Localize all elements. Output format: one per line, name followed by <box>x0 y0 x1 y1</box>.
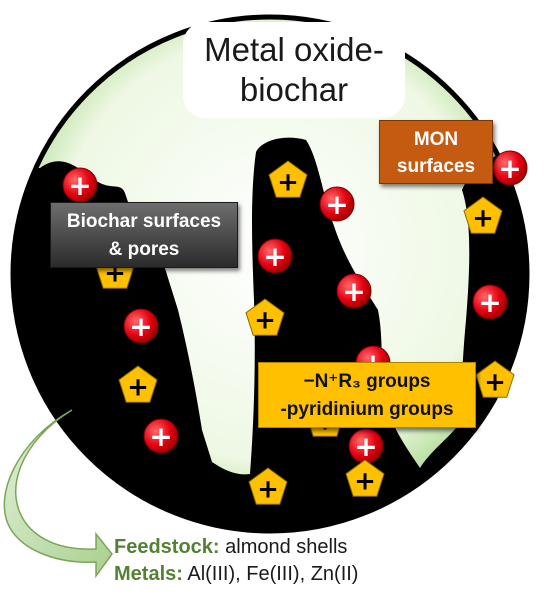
mon-label-line-1: MON <box>413 129 459 150</box>
metals-key: Metals: <box>114 563 183 585</box>
groups-label-line-2: -pyridinium groups <box>280 399 454 420</box>
plus-sign: + <box>325 188 348 221</box>
positive-charge-pentagon-icon: + <box>475 360 515 398</box>
charges-layer: +++++++++++++++++++ <box>62 150 528 505</box>
plus-sign: + <box>263 240 286 273</box>
plus-sign: + <box>149 420 172 453</box>
red-charge-circle <box>492 150 528 186</box>
plus-sign: + <box>257 474 279 504</box>
curved-arrow <box>3 409 113 579</box>
feedstock-row: Feedstock: almond shells <box>114 534 444 561</box>
positive-charge-pentagon-icon: + <box>463 196 503 234</box>
plus-sign: + <box>478 286 501 319</box>
plus-sign: + <box>342 275 365 308</box>
red-charge-circle <box>319 186 355 222</box>
positive-charge-pentagon-icon: + <box>118 365 158 403</box>
red-charge-circle <box>123 308 159 344</box>
plus-sign: + <box>68 169 91 202</box>
red-charge-circle <box>257 238 293 274</box>
metals-value: Al(III), Fe(III), Zn(II) <box>182 563 359 585</box>
pentagon-shape <box>118 365 158 403</box>
positive-charge-pentagon-icon: + <box>245 298 285 336</box>
pentagon-shape <box>268 160 308 198</box>
positive-charge-red-icon: + <box>472 284 508 320</box>
pentagon-shape <box>475 360 515 398</box>
magnified-circle-outline <box>10 14 530 534</box>
title-line-1: Metal oxide- <box>204 31 384 68</box>
red-charge-circle <box>143 418 179 454</box>
plus-sign: + <box>472 203 494 233</box>
positive-charge-red-icon: + <box>336 273 372 309</box>
biochar-label-line-1: Biochar surfaces <box>66 211 222 232</box>
biochar-surfaces-label: Biochar surfaces & pores <box>50 202 238 268</box>
plus-sign: + <box>277 167 299 197</box>
red-charge-circle <box>472 284 508 320</box>
pentagon-shape <box>248 467 288 505</box>
positive-charge-red-icon: + <box>319 186 355 222</box>
positive-charge-red-icon: + <box>257 238 293 274</box>
positive-charge-red-icon: + <box>348 428 384 464</box>
plus-sign: + <box>354 430 377 463</box>
pentagon-shape <box>345 459 385 497</box>
red-charge-circle <box>336 273 372 309</box>
positive-charge-pentagon-icon: + <box>345 459 385 497</box>
title-line-2: biochar <box>239 71 349 108</box>
pentagon-shape <box>245 298 285 336</box>
mon-surfaces-label: MON surfaces <box>379 120 493 184</box>
plus-sign: + <box>498 152 521 185</box>
plus-sign: + <box>354 466 376 496</box>
plus-sign: + <box>484 367 506 397</box>
feedstock-value: almond shells <box>219 536 348 558</box>
positive-charge-pentagon-icon: + <box>248 467 288 505</box>
feedstock-key: Feedstock: <box>114 536 220 558</box>
pentagon-shape <box>463 196 503 234</box>
positive-charge-red-icon: + <box>492 150 528 186</box>
plus-sign: + <box>129 310 152 343</box>
metals-row: Metals: Al(III), Fe(III), Zn(II) <box>114 561 444 588</box>
plus-sign: + <box>254 305 276 335</box>
mon-label-line-2: surfaces <box>396 156 476 177</box>
title-label: Metal oxide- biochar <box>183 22 405 118</box>
plus-sign: + <box>127 372 149 402</box>
functional-groups-label: −N⁺R₃ groups -pyridinium groups <box>258 362 476 428</box>
positive-charge-pentagon-icon: + <box>268 160 308 198</box>
positive-charge-red-icon: + <box>62 167 98 203</box>
positive-charge-red-icon: + <box>143 418 179 454</box>
groups-label-line-1: −N⁺R₃ groups <box>303 371 431 392</box>
biochar-label-line-2: & pores <box>108 239 180 260</box>
positive-charge-red-icon: + <box>123 308 159 344</box>
info-text: Feedstock: almond shells Metals: Al(III)… <box>114 534 444 588</box>
